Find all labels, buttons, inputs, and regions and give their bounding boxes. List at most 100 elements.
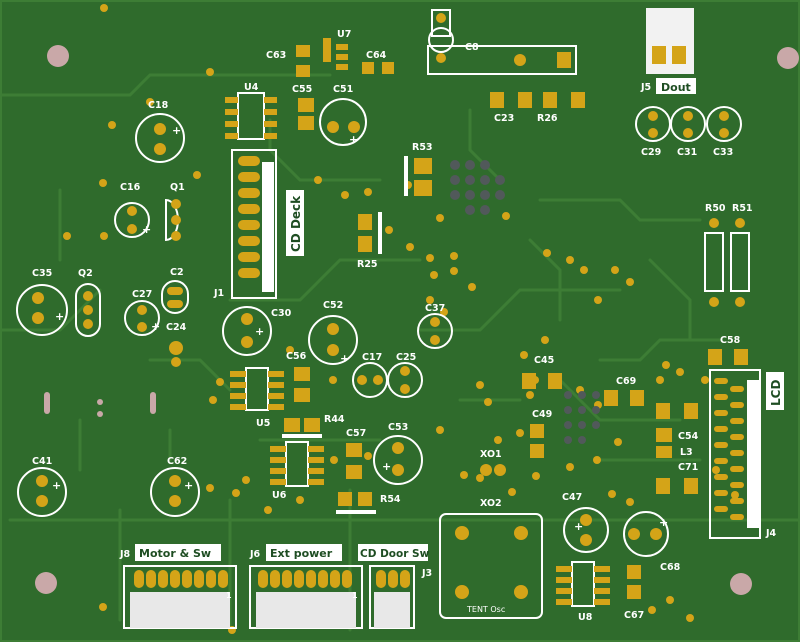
label-j1: J1 bbox=[213, 288, 224, 299]
component-c64: C64 bbox=[362, 50, 394, 74]
component-c2: C2 bbox=[161, 267, 189, 314]
thermal-via-field bbox=[564, 391, 600, 444]
label-c35: C35 bbox=[32, 268, 52, 279]
label-c55: C55 bbox=[292, 84, 312, 95]
label-j6: J6 bbox=[249, 549, 261, 560]
component-u5: U5 bbox=[230, 367, 284, 429]
pin-one-mark: 1 bbox=[352, 591, 358, 600]
component-c31: C31 bbox=[670, 106, 706, 158]
mounting-holes bbox=[35, 45, 799, 595]
polarity-mark: + bbox=[142, 223, 151, 236]
label-q1: Q1 bbox=[170, 182, 185, 193]
label-u8: U8 bbox=[578, 612, 593, 623]
label-c71: C71 bbox=[678, 462, 698, 473]
component-c49: C49 bbox=[530, 409, 552, 458]
label-u7: U7 bbox=[337, 29, 351, 40]
component-r26: R26 bbox=[537, 92, 585, 124]
polarity-mark: + bbox=[52, 479, 61, 492]
polarity-mark: + bbox=[255, 325, 264, 338]
label-u5: U5 bbox=[256, 418, 270, 429]
thermal-via-field bbox=[450, 160, 505, 215]
connector-j1: J1 CD Deck bbox=[213, 149, 304, 299]
component-r50: R50 bbox=[704, 203, 726, 307]
component-r25: R25 bbox=[357, 212, 382, 270]
label-l3: L3 bbox=[680, 447, 693, 458]
header-motor-sw: Motor & Sw bbox=[139, 547, 211, 560]
label-r53: R53 bbox=[412, 142, 433, 153]
component-c63: C63 bbox=[266, 45, 310, 77]
label-c31: C31 bbox=[677, 147, 697, 158]
label-j4: J4 bbox=[765, 528, 777, 539]
polarity-mark: + bbox=[172, 124, 181, 137]
component-c27: C27 + bbox=[124, 289, 160, 336]
component-r53: R53 bbox=[404, 142, 433, 196]
component-c23: C23 bbox=[490, 92, 532, 124]
label-r54: R54 bbox=[380, 494, 401, 505]
label-c37: C37 bbox=[425, 303, 445, 314]
label-c49: C49 bbox=[532, 409, 552, 420]
component-c57: C57 bbox=[346, 428, 366, 479]
label-r51: R51 bbox=[732, 203, 753, 214]
component-c56: C56 bbox=[286, 351, 310, 402]
label-j3: J3 bbox=[421, 568, 432, 579]
label-c69: C69 bbox=[616, 376, 636, 387]
label-c2: C2 bbox=[170, 267, 184, 278]
component-u4: U4 bbox=[225, 82, 277, 140]
label-c64: C64 bbox=[366, 50, 387, 61]
label-c29: C29 bbox=[641, 147, 661, 158]
label-c25: C25 bbox=[396, 352, 416, 363]
polarity-mark: + bbox=[55, 310, 64, 323]
label-c27: C27 bbox=[132, 289, 152, 300]
label-c33: C33 bbox=[713, 147, 733, 158]
component-c52: C52 + bbox=[308, 300, 358, 365]
label-u4: U4 bbox=[244, 82, 259, 93]
component-c69: C69 bbox=[604, 376, 644, 406]
mounting-hole bbox=[777, 47, 799, 69]
component-q1: Q1 bbox=[165, 182, 185, 242]
component-r54: R54 bbox=[336, 492, 401, 514]
label-c68: C68 bbox=[660, 562, 681, 573]
component-c47: C47 + bbox=[562, 492, 609, 553]
label-q2: Q2 bbox=[78, 268, 93, 279]
label-c18: C18 bbox=[148, 100, 169, 111]
label-c53: C53 bbox=[388, 422, 408, 433]
label-j8: J8 bbox=[119, 549, 131, 560]
component-c33: C33 bbox=[706, 106, 742, 158]
mounting-hole bbox=[35, 572, 57, 594]
component-u6: U6 bbox=[270, 441, 324, 501]
connector-j4: LCD J4 bbox=[709, 369, 784, 539]
component-c45: C45 bbox=[522, 355, 562, 389]
component-xo1: XO1 XO2 bbox=[480, 449, 506, 509]
label-u6: U6 bbox=[272, 490, 287, 501]
label-r25: R25 bbox=[357, 259, 378, 270]
label-c8: C8 bbox=[465, 42, 479, 53]
component-u8: U8 bbox=[556, 561, 610, 623]
header-cd-door-sw: CD Door Sw bbox=[360, 548, 430, 560]
polarity-mark: + bbox=[659, 516, 668, 529]
component-q2: Q2 bbox=[75, 268, 101, 337]
label-c23: C23 bbox=[494, 113, 514, 124]
component-c35: C35 + bbox=[16, 268, 68, 336]
component-r51: R51 bbox=[730, 203, 753, 307]
connector-j5: J5 Dout bbox=[640, 8, 696, 94]
label-c52: C52 bbox=[323, 300, 343, 311]
label-j5: J5 bbox=[640, 82, 651, 93]
component-c41: C41 + bbox=[17, 456, 67, 517]
component-c71: C71 bbox=[656, 462, 698, 494]
mounting-hole bbox=[47, 45, 69, 67]
label-c51: C51 bbox=[333, 84, 353, 95]
label-c58: C58 bbox=[720, 335, 741, 346]
label-c57: C57 bbox=[346, 428, 366, 439]
label-r26: R26 bbox=[537, 113, 558, 124]
label-c62: C62 bbox=[167, 456, 187, 467]
component-tent-osc: TENT Osc bbox=[439, 513, 543, 619]
component-c55: C55 bbox=[292, 84, 314, 130]
component-c16: C16 + bbox=[114, 182, 151, 238]
connector-j6: J6 Ext power 1 bbox=[249, 544, 363, 629]
component-c58: C58 bbox=[708, 335, 748, 365]
label-c45: C45 bbox=[534, 355, 554, 366]
component-c53: C53 + bbox=[373, 422, 423, 485]
polarity-mark: + bbox=[184, 479, 193, 492]
